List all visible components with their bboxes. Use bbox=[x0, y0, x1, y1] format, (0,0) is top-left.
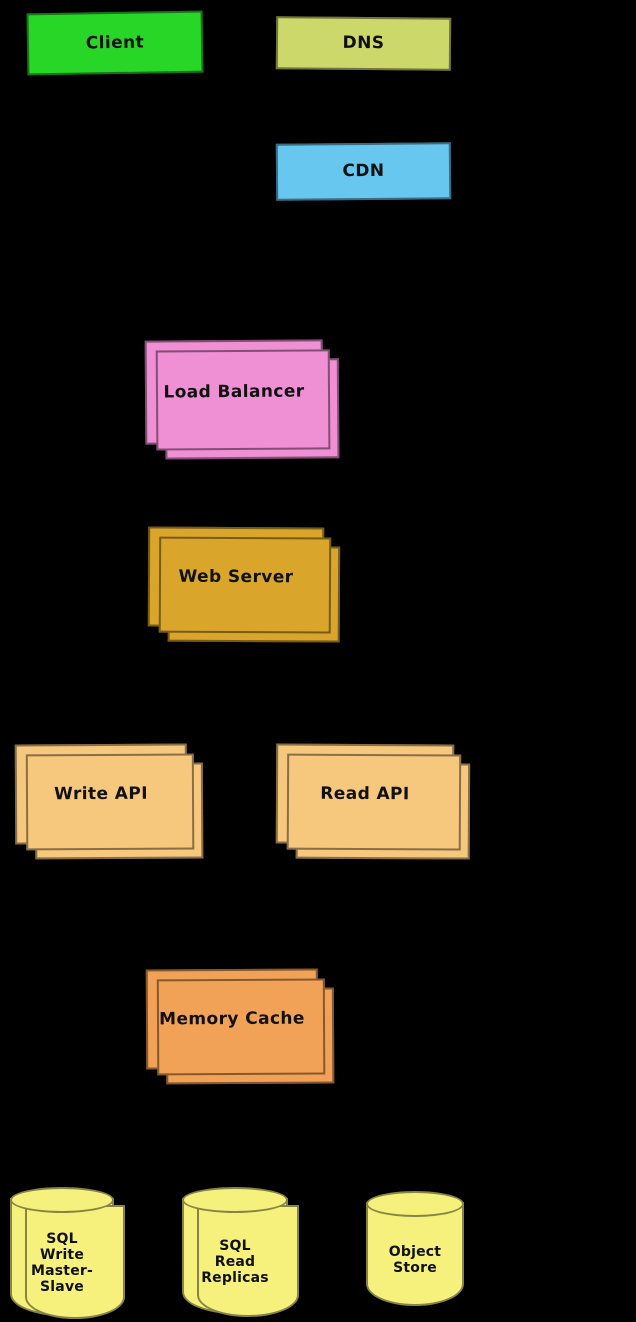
node-memory-cache-label: Memory Cache bbox=[159, 1008, 305, 1030]
node-cdn-label: CDN bbox=[342, 161, 385, 182]
node-load-balancer-label: Load Balancer bbox=[163, 381, 305, 403]
node-web-server: Web Server bbox=[147, 526, 325, 628]
node-web-server-label: Web Server bbox=[178, 566, 294, 588]
node-dns: DNS bbox=[275, 16, 452, 71]
node-sql-write-master-slave: SQL Write Master- Slave bbox=[10, 1187, 125, 1319]
node-read-api: Read API bbox=[275, 743, 455, 845]
node-write-api-label: Write API bbox=[54, 783, 148, 805]
node-cdn: CDN bbox=[275, 142, 452, 201]
node-object-store-label: Object Store bbox=[388, 1243, 442, 1276]
node-write-api: Write API bbox=[14, 743, 188, 845]
node-read-api-label: Read API bbox=[320, 783, 410, 805]
node-client-label: Client bbox=[85, 32, 145, 54]
node-load-balancer: Load Balancer bbox=[144, 339, 324, 445]
node-object-store: Object Store bbox=[366, 1191, 464, 1306]
node-dns-label: DNS bbox=[342, 33, 385, 54]
node-sql-read-replicas-label: SQL Read Replicas bbox=[201, 1237, 269, 1287]
node-sql-write-master-slave-label: SQL Write Master- Slave bbox=[30, 1230, 93, 1296]
node-memory-cache: Memory Cache bbox=[145, 968, 319, 1070]
node-sql-read-replicas: SQL Read Replicas bbox=[182, 1187, 299, 1317]
node-client: Client bbox=[26, 10, 204, 76]
